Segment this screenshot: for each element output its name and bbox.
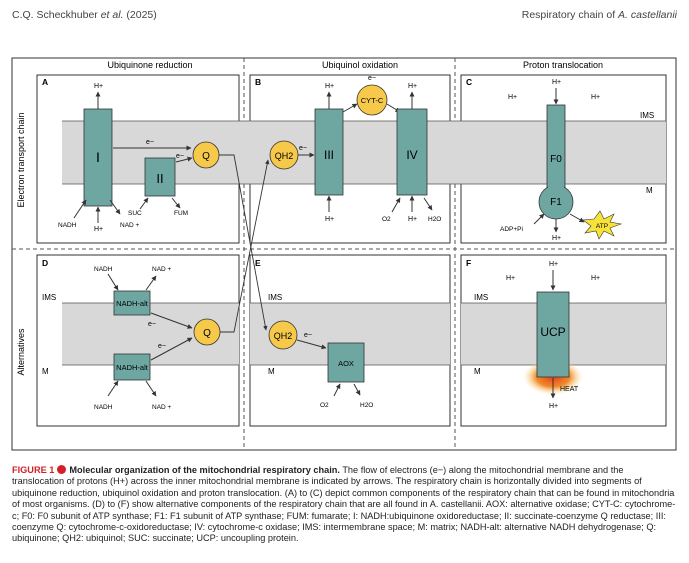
hplus-f-bottom: H+ bbox=[549, 403, 558, 410]
hplus-a-top: H+ bbox=[94, 83, 103, 90]
ucp-label: UCP bbox=[540, 325, 565, 339]
running-header-title: Respiratory chain of A. castellanii bbox=[521, 9, 677, 21]
eminus-b-1: e− bbox=[299, 145, 307, 152]
eminus-d-2: e− bbox=[158, 343, 166, 350]
figure-caption: FIGURE 1 Molecular organization of the mi… bbox=[12, 465, 678, 545]
ims-label-e: IMS bbox=[268, 293, 282, 302]
hplus-f-right: H+ bbox=[591, 275, 600, 282]
eminus-d-1: e− bbox=[148, 321, 156, 328]
nadh-d-top: NADH bbox=[94, 266, 113, 273]
column-header-ubiquinone-reduction: Ubiquinone reduction bbox=[107, 60, 192, 70]
complex-iii bbox=[314, 108, 344, 196]
arrow-q-top-to-qh2-bottom bbox=[219, 154, 268, 331]
nadh-a: NADH bbox=[58, 222, 77, 229]
complex-iv-label: IV bbox=[406, 148, 417, 162]
row-label-alternatives: Alternatives bbox=[16, 328, 26, 376]
caption-body: The flow of electrons (e−) along the mit… bbox=[12, 465, 676, 544]
h2o-b: H2O bbox=[428, 216, 441, 223]
ims-label-top: IMS bbox=[640, 111, 654, 120]
complex-i-label: I bbox=[96, 149, 100, 165]
aox-label: AOX bbox=[338, 359, 354, 368]
hplus-b-1: H+ bbox=[325, 83, 334, 90]
eminus-a-1: e− bbox=[146, 139, 154, 146]
column-header-proton-translocation: Proton translocation bbox=[523, 60, 603, 70]
q-bottom-label: Q bbox=[203, 328, 211, 339]
adp-label: ADP+Pi bbox=[500, 226, 523, 233]
figure-label: FIGURE 1 bbox=[12, 465, 55, 475]
hplus-c-bottom: H+ bbox=[552, 235, 561, 242]
h2o-e: H2O bbox=[360, 402, 373, 409]
nadh-alt-matrix bbox=[113, 353, 151, 381]
respiratory-chain-figure: Ubiquinone reduction Ubiquinol oxidation… bbox=[11, 57, 677, 451]
hplus-b-2: H+ bbox=[325, 216, 334, 223]
complex-iii-label: III bbox=[324, 148, 334, 162]
hplus-a-bottom: H+ bbox=[94, 226, 103, 233]
nadh-d-bottom: NADH bbox=[94, 404, 113, 411]
uncoupling-protein-ucp bbox=[536, 291, 570, 378]
qh2-bottom-label: QH2 bbox=[274, 331, 293, 341]
panel-letter-a: A bbox=[42, 77, 48, 87]
hplus-b-4: H+ bbox=[408, 216, 417, 223]
fum-label: FUM bbox=[174, 210, 188, 217]
caption-title: Molecular organization of the mitochondr… bbox=[69, 465, 340, 475]
complex-iv bbox=[396, 108, 428, 196]
cytc-label: CYT-C bbox=[361, 96, 384, 105]
heat-label: HEAT bbox=[560, 386, 579, 393]
q-top-label: Q bbox=[202, 151, 210, 162]
nadplus-a: NAD + bbox=[120, 222, 140, 229]
panel-letter-e: E bbox=[255, 258, 261, 268]
figure-frame bbox=[11, 57, 677, 451]
cytochrome-c bbox=[356, 84, 388, 116]
matrix-label-d: M bbox=[42, 367, 49, 376]
ims-label-f: IMS bbox=[474, 293, 488, 302]
o2-b: O2 bbox=[382, 216, 391, 223]
hplus-c-top: H+ bbox=[552, 79, 561, 86]
nadh-alt-ims-label: NADH-alt bbox=[116, 299, 149, 308]
complex-ii bbox=[144, 157, 176, 197]
hplus-b-3: H+ bbox=[408, 83, 417, 90]
atp-burst bbox=[582, 210, 623, 240]
column-header-ubiquinol-oxidation: Ubiquinol oxidation bbox=[322, 60, 398, 70]
qh2-top-label: QH2 bbox=[275, 151, 294, 161]
f1-label: F1 bbox=[550, 197, 562, 208]
nadh-alt-matrix-label: NADH-alt bbox=[116, 363, 149, 372]
matrix-label-e: M bbox=[268, 367, 275, 376]
ubiquinol-qh2-bottom bbox=[268, 320, 298, 350]
o2-e: O2 bbox=[320, 402, 329, 409]
hplus-f-top: H+ bbox=[549, 261, 558, 268]
arrow-q-bottom-to-qh2-top bbox=[220, 159, 270, 333]
hplus-c-right: H+ bbox=[591, 94, 600, 101]
hplus-c-left: H+ bbox=[508, 94, 517, 101]
atp-synthase-f0 bbox=[546, 104, 566, 191]
panel-letter-c: C bbox=[466, 77, 472, 87]
eminus-a-2: e− bbox=[176, 153, 184, 160]
matrix-label-top: M bbox=[646, 186, 653, 195]
alternative-oxidase-aox bbox=[327, 342, 365, 383]
complex-ii-label: II bbox=[156, 171, 163, 186]
eminus-b-2: e− bbox=[368, 75, 376, 82]
panel-letter-d: D bbox=[42, 258, 48, 268]
nadplus-d-bottom: NAD + bbox=[152, 404, 172, 411]
hplus-f-left: H+ bbox=[506, 275, 515, 282]
eminus-e: e− bbox=[304, 332, 312, 339]
panel-letter-f: F bbox=[466, 258, 471, 268]
ims-label-d: IMS bbox=[42, 293, 56, 302]
f0-label: F0 bbox=[550, 154, 562, 165]
atp-label: ATP bbox=[596, 223, 608, 230]
running-header-authors: C.Q. Scheckhuber et al. (2025) bbox=[12, 9, 157, 21]
nadh-alt-ims bbox=[113, 290, 151, 316]
suc-label: SUC bbox=[128, 210, 142, 217]
panel-letter-b: B bbox=[255, 77, 261, 87]
row-label-electron-transport-chain: Electron transport chain bbox=[16, 112, 26, 207]
matrix-label-f: M bbox=[474, 367, 481, 376]
caption-dot-icon bbox=[57, 465, 67, 474]
nadplus-d-top: NAD + bbox=[152, 266, 172, 273]
